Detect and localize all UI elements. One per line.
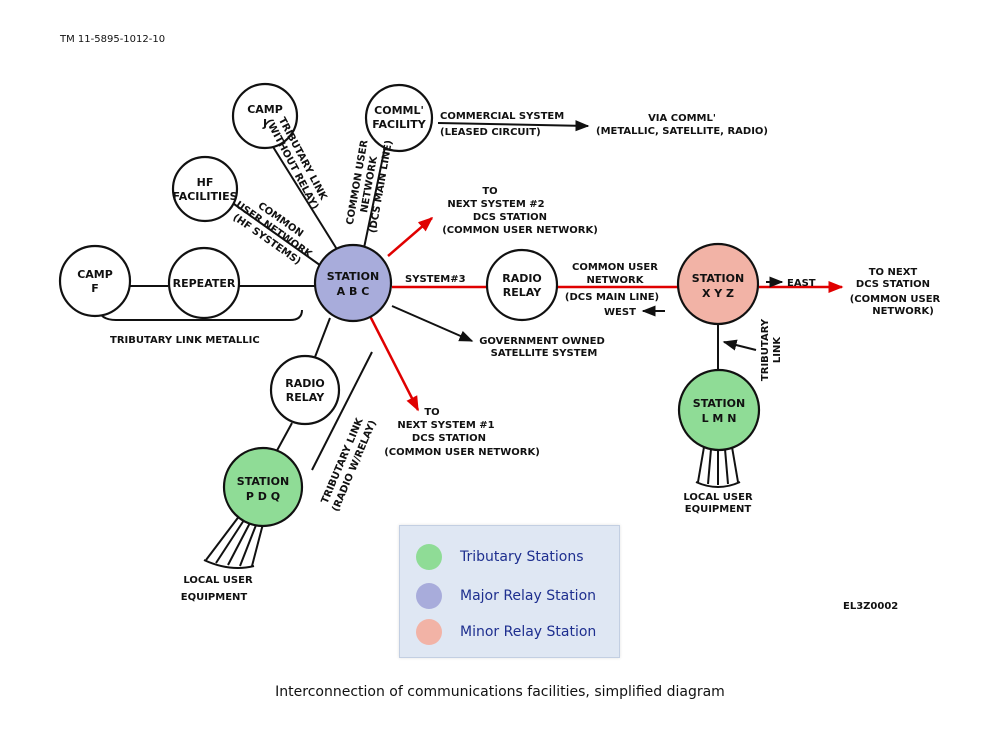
label-next-system-1-line3: DCS STATION [412, 433, 486, 444]
label-leased-circuit: (LEASED CIRCUIT) [440, 127, 541, 138]
node-radio-relay-center[interactable]: RADIO RELAY [485, 248, 559, 322]
label-east: EAST [787, 278, 816, 289]
figure-caption: Interconnection of communications facili… [275, 684, 725, 700]
node-radio-relay-lower[interactable]: RADIO RELAY [269, 354, 341, 426]
legend-swatch-major-relay [416, 583, 442, 609]
node-comml-line2: FACILITY [372, 118, 427, 131]
node-comml-line1: COMML' [374, 104, 424, 117]
node-pdq-line2: P D Q [246, 490, 280, 503]
label-common-user-network-1: COMMON USER [572, 262, 658, 273]
node-camp-j[interactable]: CAMP J [231, 82, 299, 150]
label-next-system-2-line2: NEXT SYSTEM #2 [447, 199, 544, 210]
link-commercial-arrow [437, 120, 590, 132]
node-radio-relay-b-line1: RADIO [285, 377, 325, 390]
node-comml-facility[interactable]: COMML' FACILITY [364, 83, 434, 153]
label-next-system-2-line4: (COMMON USER NETWORK) [442, 225, 598, 236]
node-station-xyz[interactable]: STATION X Y Z [676, 242, 760, 326]
node-lmn-line2: L M N [702, 412, 737, 425]
node-hf-line1: HF [197, 176, 214, 189]
node-abc-line1: STATION [327, 270, 379, 283]
label-system-3: SYSTEM#3 [405, 274, 466, 285]
legend-swatch-tributary [416, 544, 442, 570]
label-next-dcs-1: TO NEXT [869, 267, 918, 278]
node-station-abc[interactable]: STATION A B C [313, 243, 393, 323]
node-station-pdq[interactable]: STATION P D Q [222, 446, 304, 528]
legend: Tributary Stations Major Relay Station M… [399, 525, 620, 658]
label-local-user-lmn-1: LOCAL USER [683, 492, 753, 503]
node-pdq-line1: STATION [237, 475, 289, 488]
link-hf-abc [233, 203, 325, 269]
node-radio-relay-b-line2: RELAY [286, 391, 325, 404]
label-local-user-pdq-1: LOCAL USER [183, 575, 253, 586]
label-next-system-2-line3: DCS STATION [473, 212, 547, 223]
legend-label-tributary: Tributary Stations [460, 549, 584, 565]
label-next-dcs-2: DCS STATION [856, 279, 930, 290]
label-gov-satellite-2: SATELLITE SYSTEM [491, 348, 598, 359]
label-via-comml-2: (METALLIC, SATELLITE, RADIO) [596, 126, 768, 137]
local-user-equipment-lmn-icon [695, 446, 741, 488]
link-comml-abc [363, 146, 386, 249]
local-user-equipment-pdq-icon [203, 514, 265, 569]
label-next-dcs-4: NETWORK) [872, 306, 934, 317]
node-lmn-line1: STATION [693, 397, 745, 410]
legend-item-major-relay: Major Relay Station [416, 582, 596, 610]
node-xyz-line2: X Y Z [702, 287, 734, 300]
node-radio-relay-a-line2: RELAY [503, 286, 542, 299]
tributary-radio-bracket [311, 351, 373, 471]
label-next-system-1-line1: TO [424, 407, 439, 418]
link-camp-j-abc [269, 141, 339, 252]
node-station-lmn[interactable]: STATION L M N [677, 368, 761, 452]
label-drawing-code: EL3Z0002 [843, 601, 898, 612]
label-commercial-system: COMMERCIAL SYSTEM [440, 111, 564, 122]
document-id: TM 11-5895-1012-10 [60, 34, 166, 45]
node-camp-j-line2: J [262, 117, 267, 130]
legend-item-tributary: Tributary Stations [416, 543, 584, 571]
label-next-system-2-line1: TO [482, 186, 497, 197]
node-camp-f-line2: F [91, 282, 99, 295]
label-west: WEST [604, 307, 636, 318]
tributary-link-pointer [722, 339, 757, 351]
node-radio-relay-a-line1: RADIO [502, 272, 542, 285]
legend-item-minor-relay: Minor Relay Station [416, 618, 596, 646]
red-link-next-system-1 [368, 315, 420, 412]
link-abc-satellite [391, 305, 474, 342]
svg-text:LINK: LINK [772, 336, 783, 363]
node-camp-f[interactable]: CAMP F [58, 244, 132, 318]
legend-label-major-relay: Major Relay Station [460, 588, 597, 604]
label-tributary-link-right: TRIBUTARY LINK [760, 318, 783, 381]
node-xyz-line1: STATION [692, 272, 744, 285]
label-next-system-1-line4: (COMMON USER NETWORK) [384, 447, 540, 458]
node-camp-f-line1: CAMP [77, 268, 113, 281]
label-gov-satellite-1: GOVERNMENT OWNED [479, 336, 605, 347]
red-link-next-system-2 [387, 217, 434, 257]
label-next-dcs-3: (COMMON USER [850, 294, 941, 305]
label-common-user-network-2: NETWORK [586, 275, 644, 286]
node-camp-j-line1: CAMP [247, 103, 283, 116]
node-abc-line2: A B C [337, 285, 370, 298]
label-tributary-radio-relay: TRIBUTARY LINK (RADIO W/RELAY) [320, 415, 379, 513]
label-via-comml-1: VIA COMML' [648, 113, 716, 124]
label-tributary-without-relay: TRIBUTARY LINK (WITHOUT RELAY) [263, 116, 329, 212]
label-common-user-dcs-main: COMMON USER NETWORK (DCS MAIN LINE) [345, 139, 395, 234]
node-repeater[interactable]: REPEATER [167, 246, 241, 320]
label-local-user-pdq-2: EQUIPMENT [181, 592, 248, 603]
legend-label-minor-relay: Minor Relay Station [460, 624, 597, 640]
node-hf-line2: FACILITIES [172, 190, 237, 203]
link-abc-radio-relay [314, 317, 331, 358]
node-hf-facilities[interactable]: HF FACILITIES [171, 155, 239, 223]
label-next-system-1-line2: NEXT SYSTEM #1 [397, 420, 494, 431]
node-repeater-line1: REPEATER [173, 277, 236, 290]
svg-text:TRIBUTARY: TRIBUTARY [760, 318, 771, 381]
label-dcs-main-line: (DCS MAIN LINE) [565, 292, 659, 303]
label-local-user-lmn-2: EQUIPMENT [685, 504, 752, 515]
label-tributary-link-metallic: TRIBUTARY LINK METALLIC [110, 335, 260, 346]
legend-swatch-minor-relay [416, 619, 442, 645]
